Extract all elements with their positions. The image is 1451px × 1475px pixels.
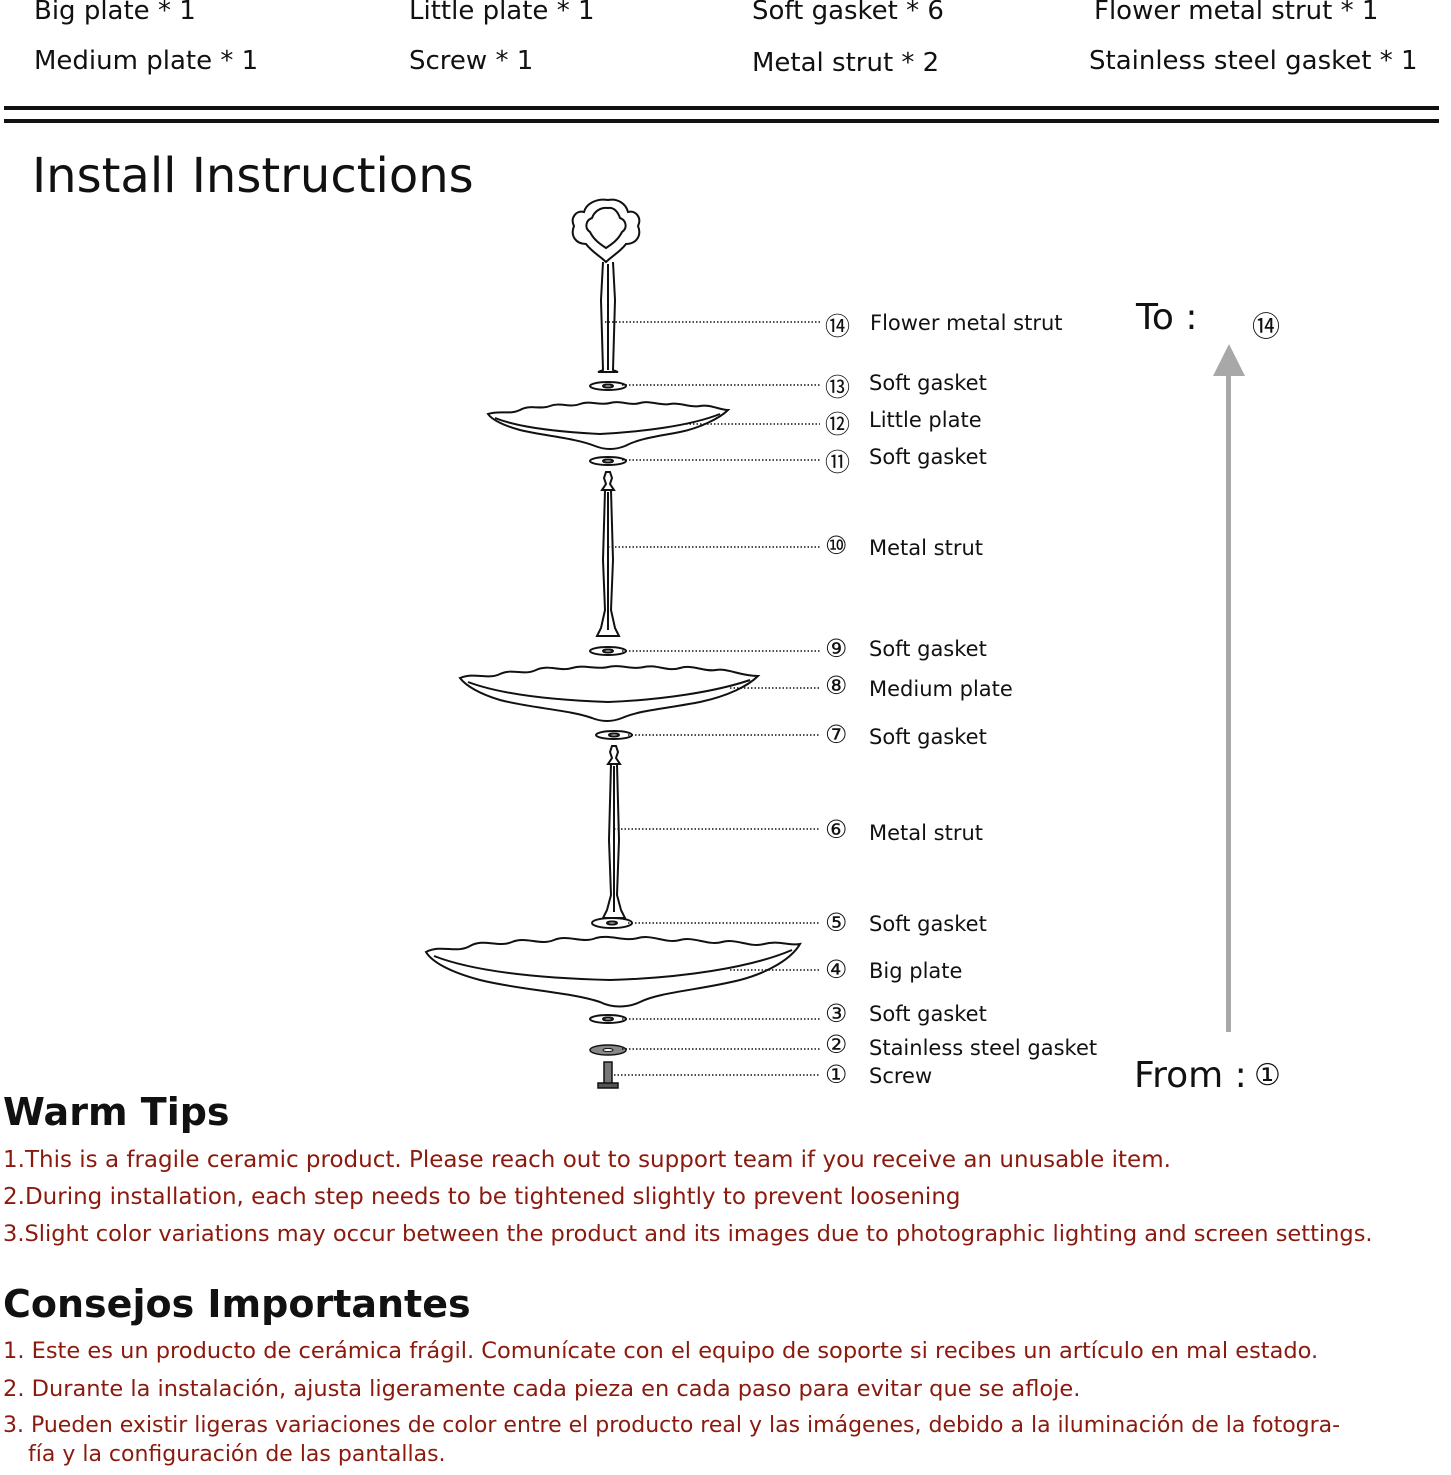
warm-tip-3: 3.Slight color variations may occur betw… xyxy=(3,1221,1373,1247)
step-num-8: ⑧ xyxy=(825,671,848,700)
part-stainless-steel-gasket: Stainless steel gasket * 1 xyxy=(1089,46,1418,76)
step-label-2: Stainless steel gasket xyxy=(869,1036,1098,1060)
install-title: Install Instructions xyxy=(32,148,474,204)
metal-strut-10-illustration xyxy=(595,471,621,637)
metal-strut-6-illustration xyxy=(601,745,627,919)
gasket-13-illustration xyxy=(589,381,627,391)
part-soft-gasket: Soft gasket * 6 xyxy=(752,0,944,26)
step-num-14: ⑭ xyxy=(825,312,851,341)
step-label-6: Metal strut xyxy=(869,821,984,845)
consejo-2: 2. Durante la instalación, ajusta ligera… xyxy=(3,1376,1081,1402)
direction-arrow xyxy=(1213,344,1245,1032)
step-label-12: Little plate xyxy=(869,408,982,432)
little-plate-illustration xyxy=(486,401,731,450)
step-num-10: ⑩ xyxy=(825,531,848,560)
step-label-7: Soft gasket xyxy=(869,725,987,749)
step-num-7: ⑦ xyxy=(825,720,848,749)
divider-top xyxy=(4,106,1439,110)
step-num-9: ⑨ xyxy=(825,634,848,663)
step-num-13: ⑬ xyxy=(825,373,851,402)
big-plate-illustration xyxy=(424,935,802,1008)
warm-tip-1: 1.This is a fragile ceramic product. Ple… xyxy=(3,1147,1171,1173)
step-num-12: ⑫ xyxy=(825,410,851,439)
to-label: To : xyxy=(1136,297,1198,338)
leader-lines xyxy=(605,321,820,1076)
consejo-1: 1. Este es un producto de cerámica frági… xyxy=(3,1338,1319,1364)
warm-tip-2: 2.During installation, each step needs t… xyxy=(3,1184,961,1210)
step-label-1: Screw xyxy=(869,1064,933,1088)
screw-illustration xyxy=(597,1061,619,1089)
part-medium-plate: Medium plate * 1 xyxy=(34,46,259,76)
consejo-3: 3. Pueden existir ligeras variaciones de… xyxy=(3,1413,1341,1438)
step-label-4: Big plate xyxy=(869,959,963,983)
flower-metal-strut-illustration xyxy=(571,198,641,373)
step-label-14: Flower metal strut xyxy=(870,311,1063,335)
step-num-2: ② xyxy=(825,1030,848,1059)
from-label: From : xyxy=(1134,1055,1247,1096)
step-label-9: Soft gasket xyxy=(869,637,987,661)
step-num-4: ④ xyxy=(825,955,848,984)
step-label-8: Medium plate xyxy=(869,677,1013,701)
step-num-11: ⑪ xyxy=(825,448,851,477)
step-label-3: Soft gasket xyxy=(869,1002,987,1026)
divider-bottom xyxy=(4,119,1439,123)
step-num-3: ③ xyxy=(825,999,848,1028)
consejos-title: Consejos Importantes xyxy=(3,1282,471,1326)
assembly-diagram xyxy=(424,198,1245,1089)
step-num-5: ⑤ xyxy=(825,908,848,937)
step-label-5: Soft gasket xyxy=(869,912,987,936)
consejo-3-continued: fía y la configuración de las pantallas. xyxy=(28,1442,446,1467)
part-flower-metal-strut: Flower metal strut * 1 xyxy=(1094,0,1379,26)
to-number: ⑭ xyxy=(1252,310,1281,343)
part-big-plate: Big plate * 1 xyxy=(34,0,196,26)
step-label-10: Metal strut xyxy=(869,536,984,560)
medium-plate-illustration xyxy=(458,665,761,722)
step-num-6: ⑥ xyxy=(825,815,848,844)
warm-tips-title: Warm Tips xyxy=(3,1090,230,1134)
step-label-13: Soft gasket xyxy=(869,371,987,395)
step-num-1: ① xyxy=(825,1060,848,1089)
part-screw: Screw * 1 xyxy=(409,46,534,76)
part-little-plate: Little plate * 1 xyxy=(409,0,595,26)
part-metal-strut: Metal strut * 2 xyxy=(752,48,940,78)
step-label-11: Soft gasket xyxy=(869,445,987,469)
from-number: ① xyxy=(1254,1058,1281,1093)
